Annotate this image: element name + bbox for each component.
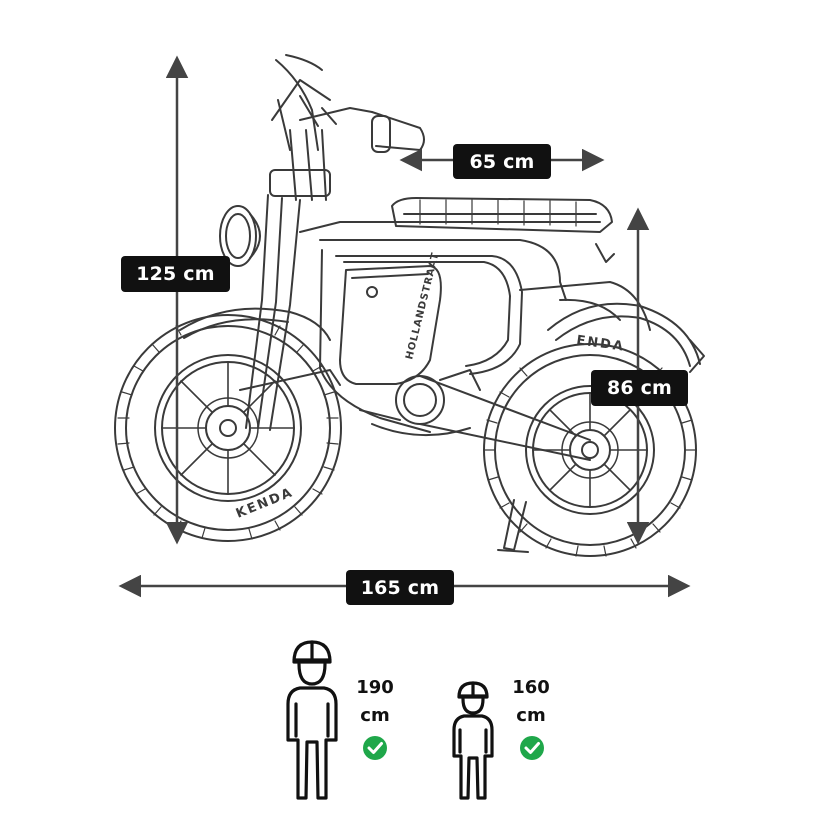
frame [299, 221, 651, 433]
rider-height-tall-value: 190 [356, 677, 394, 698]
rider-height-tall: 190 cm [350, 674, 400, 730]
total-height-label: 125 cm [121, 256, 230, 292]
total-length-label: 165 cm [346, 570, 454, 605]
headlight [219, 205, 261, 267]
fit-check-icon-tall [363, 736, 387, 760]
rear-wheel [483, 343, 697, 557]
rear-tire-text: ENDA [575, 333, 625, 355]
rider-icon-tall [286, 640, 338, 800]
rider-height-short-value: 160 [512, 677, 550, 698]
seat [391, 197, 613, 233]
kickstand [497, 499, 529, 553]
drivetrain [359, 369, 591, 461]
rider-height-short: 160 cm [506, 674, 556, 730]
seat-height-label: 86 cm [591, 370, 688, 406]
fit-check-icon-short [520, 736, 544, 760]
handlebars [269, 54, 425, 201]
rider-icon-short [452, 681, 494, 800]
rider-height-tall-unit: cm [360, 705, 390, 726]
rear-brake-disc [561, 421, 619, 479]
rider-height-short-unit: cm [516, 705, 546, 726]
rear-fender [547, 243, 705, 373]
handlebar-width-label: 65 cm [453, 144, 551, 179]
front-wheel [114, 314, 342, 542]
